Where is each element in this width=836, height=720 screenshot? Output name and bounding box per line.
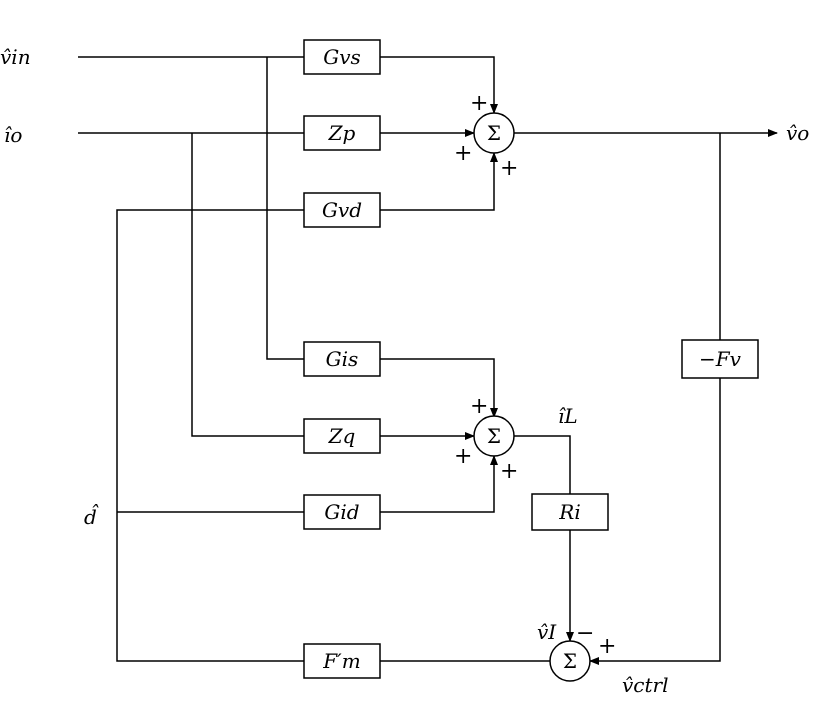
block-ri-label: Ri: [558, 500, 580, 524]
block-gid-label: Gid: [324, 500, 359, 524]
wire-gid-to-sum2: [380, 455, 498, 513]
sum-junction-ctrl: Σ: [549, 640, 591, 682]
wire-gis-to-sum2: [380, 358, 498, 418]
sum-symbol: Σ: [563, 649, 577, 673]
sum-junction-il: Σ: [473, 415, 515, 457]
signal-i-l-label: îL: [558, 404, 578, 428]
block-gvs: Gvs: [303, 39, 381, 75]
sign-plus-sum2-left: +: [454, 444, 472, 469]
sign-plus-sum1-top: +: [470, 91, 488, 116]
wire-fv-to-sum3: [589, 378, 721, 665]
signal-i-o-label: îo: [4, 123, 22, 147]
block-fm-label: F′m: [322, 649, 360, 673]
sign-plus-sum1-left: +: [454, 141, 472, 166]
block-gvs-label: Gvs: [323, 45, 361, 69]
block-zq-label: Zq: [328, 424, 356, 448]
block-gis: Gis: [303, 341, 381, 377]
sign-minus-sum3: −: [576, 621, 594, 646]
sum-junction-vo: Σ: [473, 112, 515, 154]
block-gvd-label: Gvd: [322, 198, 362, 222]
sum-symbol: Σ: [487, 424, 501, 448]
wire-gvs-to-sum1: [380, 56, 498, 114]
wire-d-bus: [116, 209, 304, 662]
block-gvd: Gvd: [303, 192, 381, 228]
sign-plus-sum2-top: +: [470, 394, 488, 419]
block-zq: Zq: [303, 418, 381, 454]
block-zp: Zp: [303, 115, 381, 151]
block-zp-label: Zp: [328, 121, 356, 145]
sign-plus-sum2-bottom: +: [500, 459, 518, 484]
signal-d-label: d̂: [84, 503, 99, 529]
sign-plus-sum3: +: [598, 634, 616, 659]
wire-vin-branch-gis: [266, 57, 304, 360]
signal-v-ctrl-label: v̂ctrl: [622, 673, 669, 697]
signal-v-in-label: v̂in: [0, 45, 31, 69]
signal-v-i-label: v̂I: [537, 620, 557, 644]
sum-symbol: Σ: [487, 121, 501, 145]
block-fv-label: −Fv: [699, 347, 742, 371]
block-fv: −Fv: [681, 339, 759, 379]
wire-il-to-ri: [514, 435, 571, 494]
signal-v-o-label: v̂o: [786, 121, 809, 145]
block-fm: F′m: [303, 643, 381, 679]
block-ri: Ri: [531, 493, 609, 531]
block-gid: Gid: [303, 494, 381, 530]
wire-io-branch-zq: [191, 133, 304, 437]
sign-plus-sum1-bottom: +: [500, 156, 518, 181]
wire-gvd-to-sum1: [380, 152, 498, 211]
block-gis-label: Gis: [326, 347, 359, 371]
